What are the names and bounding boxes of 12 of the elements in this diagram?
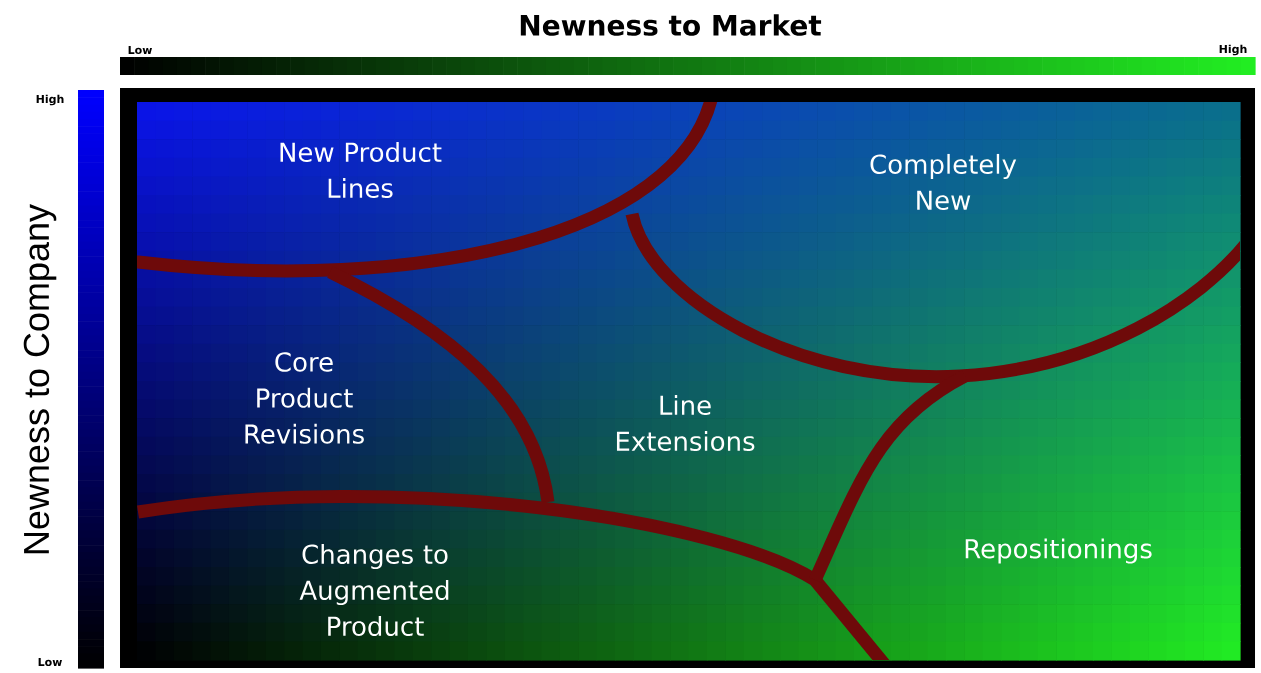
region-label: New Product Lines xyxy=(280,141,442,199)
scale-label: Low xyxy=(128,45,152,55)
scale-label: High xyxy=(1219,44,1247,56)
region-label: Line Extensions xyxy=(616,394,755,452)
region-label: Completely New xyxy=(870,153,1017,211)
axis-label: Newness to Company xyxy=(23,204,57,554)
region-label: Core Product Revisions xyxy=(245,352,364,444)
region-label: Changes to Augmented Product xyxy=(299,543,449,637)
chart-title: Newness to Market xyxy=(520,14,822,36)
region-label: Repositionings xyxy=(965,538,1152,564)
scale-label: High xyxy=(36,94,64,106)
scale-label: Low xyxy=(38,657,62,667)
